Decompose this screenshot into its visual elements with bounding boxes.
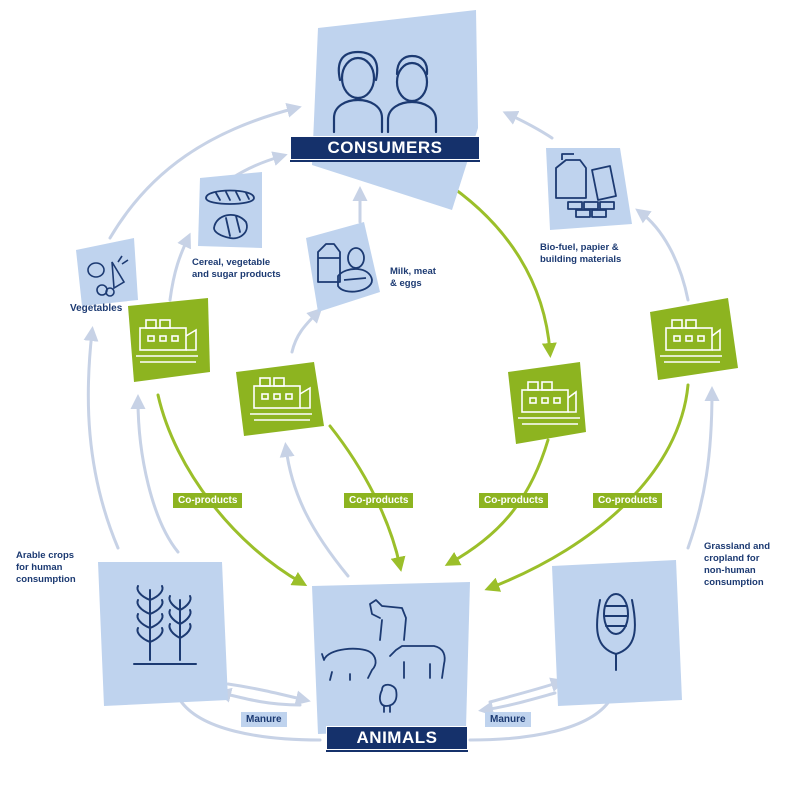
arrow-manure-bottom-right — [468, 698, 612, 742]
cereal-label: Cereal, vegetable and sugar products — [192, 257, 281, 280]
milk-meat-eggs-icon — [317, 243, 373, 293]
factory-1 — [128, 298, 210, 382]
arrow-manure-right-2 — [478, 691, 557, 717]
arrow-manure-bottom-left — [178, 698, 322, 742]
vegetables-icon — [87, 255, 129, 297]
coproducts-label-4: Co-products — [593, 493, 663, 508]
consumers-icon — [332, 50, 438, 134]
arable-label: Arable crops for human consumption — [16, 550, 76, 585]
consumers-banner: CONSUMERS — [290, 136, 480, 162]
arrow-consumers-to-factory3 — [440, 178, 557, 358]
arrow-factory1-to-cereal — [168, 232, 191, 302]
coproducts-label-1: Co-products — [173, 493, 243, 508]
bread-icon — [205, 189, 255, 240]
animals-icon — [321, 599, 446, 713]
arrow-biofuel-to-consumers — [502, 111, 554, 140]
arrow-factory2-to-milk — [290, 307, 323, 354]
biofuel-node — [546, 148, 632, 230]
biofuel-label: Bio-fuel, papier & building materials — [540, 242, 622, 265]
wheat-icon — [133, 585, 197, 665]
arrow-vegetables-to-consumers — [108, 102, 302, 240]
arrow-arable-to-factory1 — [130, 394, 180, 554]
arrow-manure-left — [216, 687, 302, 707]
vegetables-node — [76, 238, 138, 306]
consumers-label: CONSUMERS — [290, 136, 480, 160]
arrow-factory4-to-biofuel — [635, 208, 690, 302]
arable-crops-node — [98, 562, 228, 706]
arrow-factory3-coproducts — [444, 438, 550, 566]
milk-label: Milk, meat & eggs — [390, 266, 436, 289]
arrow-grassland-to-factory4 — [686, 386, 720, 550]
grassland-label: Grassland and cropland for non-human con… — [704, 541, 770, 588]
arrow-animals-to-factory2 — [279, 442, 350, 578]
animals-node — [312, 582, 470, 734]
manure-label-left: Manure — [241, 712, 287, 727]
factory-2 — [236, 362, 324, 436]
factory-3 — [508, 362, 586, 444]
vegetables-label: Vegetables — [70, 303, 123, 314]
arrow-manure-left-2 — [226, 682, 311, 706]
arrow-manure-right — [488, 677, 566, 704]
animals-label: ANIMALS — [326, 726, 468, 750]
consumers-node — [312, 10, 478, 210]
biofuel-paper-bricks-icon — [555, 153, 617, 218]
cereal-node — [198, 172, 262, 248]
milk-node — [306, 222, 380, 312]
grassland-node — [552, 560, 682, 706]
arrow-factory1-to-vegetables — [83, 326, 120, 550]
coproducts-label-3: Co-products — [479, 493, 549, 508]
factory-4 — [650, 298, 738, 380]
coproducts-label-2: Co-products — [344, 493, 414, 508]
manure-label-right: Manure — [485, 712, 531, 727]
corn-icon — [596, 593, 636, 671]
animals-banner: ANIMALS — [326, 726, 468, 752]
